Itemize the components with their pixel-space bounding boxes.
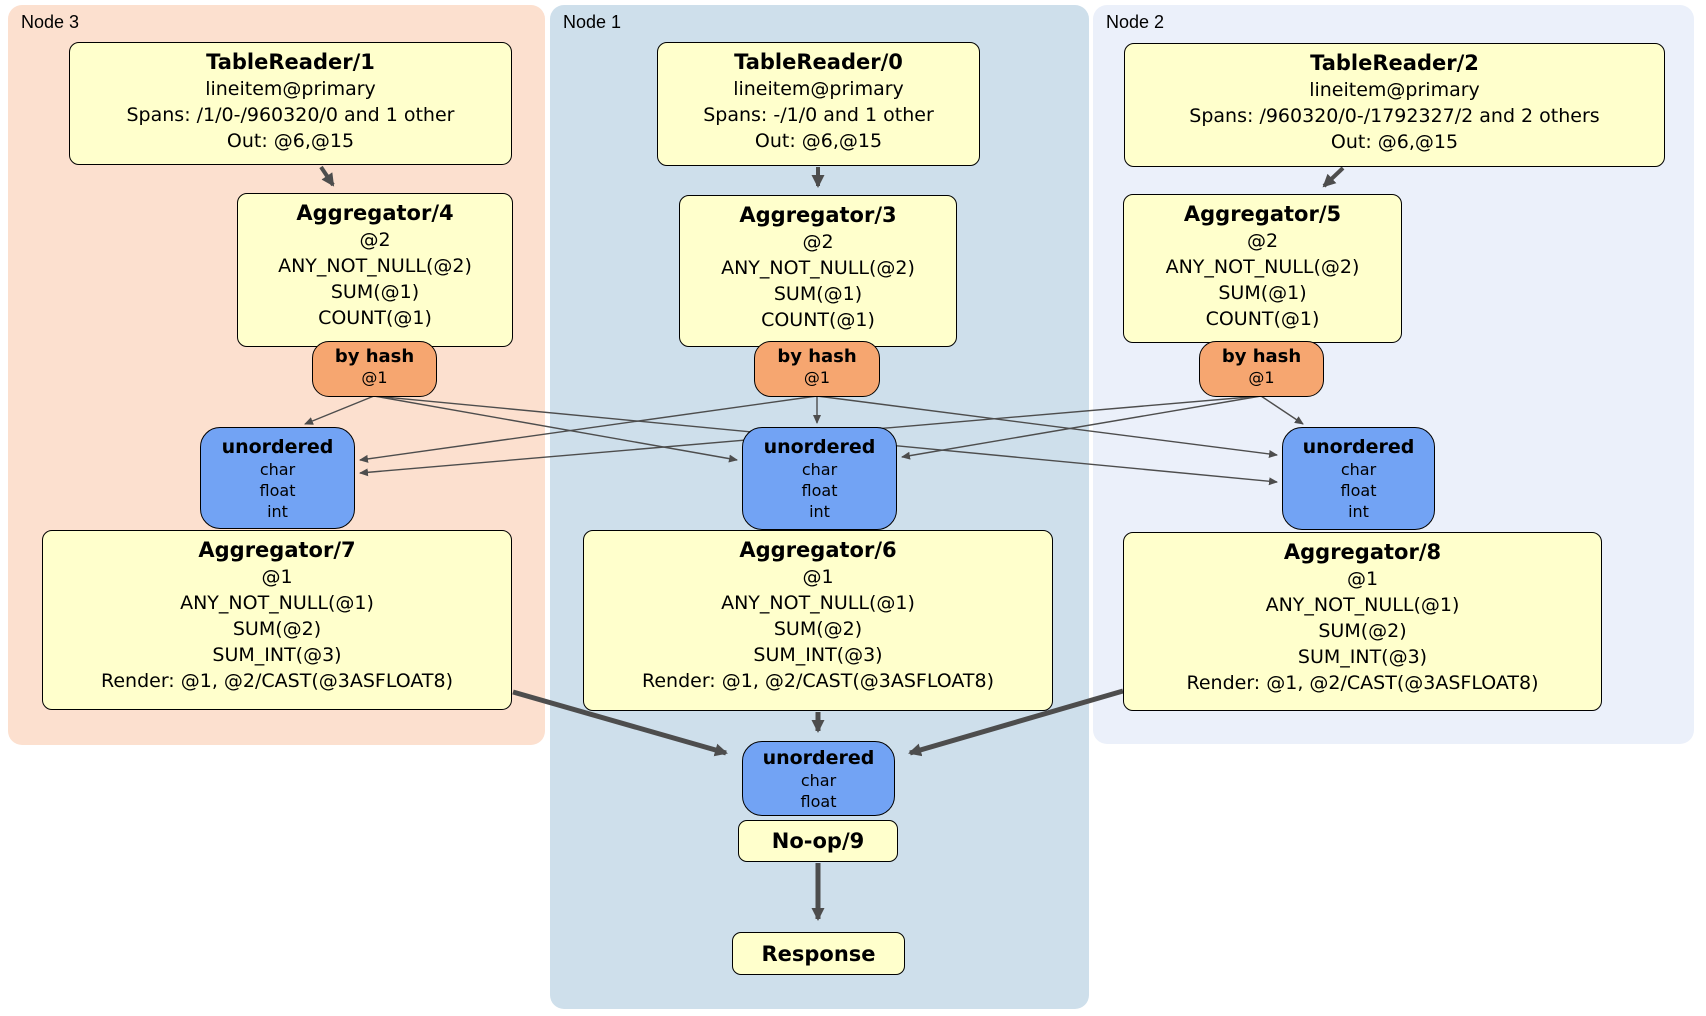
noop-title: No-op/9 (771, 829, 865, 853)
edge-hash-n2-to-sync-n1 (901, 395, 1262, 460)
final-sync-col-char: char (800, 771, 837, 790)
sync-n3-col-int: int (267, 502, 288, 521)
aggregator-3-fn2: SUM(@1) (773, 283, 863, 305)
edge-hash-n3-to-sync-n1 (373, 395, 738, 463)
node-3-label: Node 3 (21, 12, 80, 32)
aggregator-4-fn1: ANY_NOT_NULL(@2) (278, 255, 472, 277)
edge-hash-n1-to-sync-n2 (816, 395, 1278, 458)
sync-n2-title: unordered (1302, 436, 1415, 458)
hash-router-n2-title: by hash (1221, 346, 1302, 367)
aggregator-5-group: @2 (1246, 230, 1279, 252)
hash-router-n2-key: @1 (1248, 368, 1275, 387)
tablereader-0-index: lineitem@primary (733, 78, 904, 100)
hash-router-n1-title: by hash (777, 346, 857, 367)
sync-n1-col-int: int (809, 502, 830, 521)
edge-aggregator7-to-final-sync (512, 689, 728, 757)
edge-tablereader2-to-aggregator5 (1322, 166, 1345, 188)
tablereader-2-title: TableReader/2 (1310, 51, 1479, 75)
aggregator-3-fn1: ANY_NOT_NULL(@2) (721, 257, 915, 279)
final-sync-col-float: float (800, 792, 837, 811)
sync-n2-box: unordered char float int (1282, 427, 1435, 530)
aggregator-8-fn3: SUM_INT(@3) (1297, 646, 1428, 668)
aggregator-5-fn1: ANY_NOT_NULL(@2) (1165, 256, 1360, 278)
aggregator-7-fn1: ANY_NOT_NULL(@1) (180, 592, 374, 614)
hash-router-n3-box: by hash @1 (312, 341, 437, 397)
aggregator-6-fn3: SUM_INT(@3) (753, 644, 883, 666)
aggregator-7-group: @1 (261, 566, 293, 588)
tablereader-0-title: TableReader/0 (734, 50, 903, 74)
aggregator-3-title: Aggregator/3 (739, 203, 897, 227)
hash-router-n3-key: @1 (361, 368, 388, 387)
tablereader-1-title: TableReader/1 (206, 50, 375, 74)
aggregator-4-group: @2 (359, 229, 391, 251)
aggregator-6-group: @1 (802, 566, 834, 588)
final-sync-title: unordered (762, 747, 875, 769)
aggregator-6-title: Aggregator/6 (739, 538, 897, 562)
sync-n3-col-float: float (259, 481, 296, 500)
aggregator-8-box: Aggregator/8 @1 ANY_NOT_NULL(@1) SUM(@2)… (1123, 532, 1602, 711)
response-title: Response (761, 941, 876, 966)
sync-n2-col-int: int (1348, 502, 1369, 521)
aggregator-6-box: Aggregator/6 @1 ANY_NOT_NULL(@1) SUM(@2)… (583, 530, 1053, 711)
node-2-label: Node 2 (1106, 12, 1165, 32)
aggregator-4-fn3: COUNT(@1) (318, 307, 432, 329)
aggregator-3-box: Aggregator/3 @2 ANY_NOT_NULL(@2) SUM(@1)… (679, 195, 957, 347)
aggregator-8-fn1: ANY_NOT_NULL(@1) (1265, 594, 1460, 616)
sync-n1-box: unordered char float int (742, 427, 897, 530)
tablereader-2-spans: Spans: /960320/0-/1792327/2 and 2 others (1189, 105, 1600, 127)
tablereader-2-out: Out: @6,@15 (1330, 131, 1459, 153)
tablereader-1-spans: Spans: /1/0-/960320/0 and 1 other (126, 104, 455, 126)
aggregator-5-title: Aggregator/5 (1183, 202, 1342, 226)
aggregator-5-fn2: SUM(@1) (1218, 282, 1307, 304)
response-box: Response (732, 932, 905, 975)
sync-n3-col-char: char (259, 460, 296, 479)
aggregator-8-group: @1 (1346, 568, 1379, 590)
sync-n2-col-char: char (1340, 460, 1377, 479)
aggregator-3-fn3: COUNT(@1) (761, 309, 875, 331)
aggregator-7-fn3: SUM_INT(@3) (212, 644, 342, 666)
noop-box: No-op/9 (738, 820, 898, 862)
tablereader-1-index: lineitem@primary (205, 78, 376, 100)
aggregator-6-fn2: SUM(@2) (773, 618, 863, 640)
node-1-label: Node 1 (563, 12, 622, 32)
sync-n3-title: unordered (221, 436, 334, 458)
aggregator-8-fn2: SUM(@2) (1318, 620, 1407, 642)
aggregator-7-box: Aggregator/7 @1 ANY_NOT_NULL(@1) SUM(@2)… (42, 530, 512, 710)
sync-n1-col-float: float (801, 481, 838, 500)
edge-hash-n1-to-sync-n3 (359, 395, 818, 463)
hash-router-n1-key: @1 (803, 368, 831, 387)
aggregator-4-fn2: SUM(@1) (330, 281, 420, 303)
aggregator-8-render: Render: @1, @2/CAST(@3ASFLOAT8) (1186, 672, 1539, 694)
tablereader-1-box: TableReader/1 lineitem@primary Spans: /1… (69, 42, 512, 165)
aggregator-7-title: Aggregator/7 (198, 538, 356, 562)
aggregator-7-fn2: SUM(@2) (232, 618, 322, 640)
edge-hash-n3-to-sync-n3 (304, 395, 375, 425)
aggregator-5-fn3: COUNT(@1) (1205, 308, 1320, 330)
edge-hash-n2-to-sync-n2 (1260, 395, 1304, 425)
aggregator-4-box: Aggregator/4 @2 ANY_NOT_NULL(@2) SUM(@1)… (237, 193, 513, 347)
tablereader-0-box: TableReader/0 lineitem@primary Spans: -/… (657, 42, 980, 166)
hash-router-n3-title: by hash (334, 346, 415, 367)
tablereader-2-box: TableReader/2 lineitem@primary Spans: /9… (1124, 43, 1665, 167)
tablereader-1-out: Out: @6,@15 (226, 130, 355, 152)
aggregator-3-group: @2 (802, 231, 834, 253)
aggregator-8-title: Aggregator/8 (1283, 540, 1442, 564)
aggregator-6-render: Render: @1, @2/CAST(@3ASFLOAT8) (642, 670, 994, 692)
edge-aggregator8-to-final-sync (908, 688, 1124, 757)
tablereader-2-index: lineitem@primary (1309, 79, 1480, 101)
sync-n2-col-float: float (1340, 481, 1377, 500)
edge-tablereader1-to-aggregator4 (319, 165, 335, 187)
aggregator-7-render: Render: @1, @2/CAST(@3ASFLOAT8) (101, 670, 453, 692)
aggregator-6-fn1: ANY_NOT_NULL(@1) (721, 592, 915, 614)
aggregator-5-box: Aggregator/5 @2 ANY_NOT_NULL(@2) SUM(@1)… (1123, 194, 1402, 343)
tablereader-0-out: Out: @6,@15 (754, 130, 883, 152)
hash-router-n2-box: by hash @1 (1199, 341, 1324, 397)
sync-n1-title: unordered (763, 436, 876, 458)
tablereader-0-spans: Spans: -/1/0 and 1 other (703, 104, 934, 126)
sync-n3-box: unordered char float int (200, 427, 355, 529)
final-sync-box: unordered char float (742, 741, 895, 816)
hash-router-n1-box: by hash @1 (754, 341, 880, 397)
aggregator-4-title: Aggregator/4 (296, 201, 454, 225)
sync-n1-col-char: char (801, 460, 838, 479)
